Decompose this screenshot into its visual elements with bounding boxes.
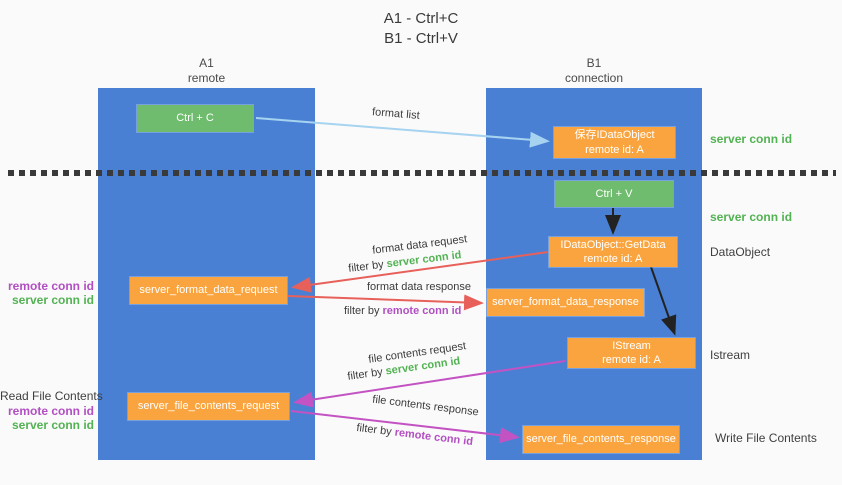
format-request-box: server_format_data_request	[130, 277, 287, 304]
phase-separator-line	[8, 170, 836, 176]
lifeline-left-subtitle: remote	[187, 71, 226, 85]
save-idataobject-box: 保存IDataObject remote id: A	[554, 127, 675, 158]
save-idataobject-line2: remote id: A	[585, 143, 644, 156]
format-data-response-filter: filter by remote conn id	[344, 305, 461, 317]
annotation-server-conn-id-mid: server conn id	[710, 210, 793, 224]
page-title-line1: A1 - Ctrl+C	[383, 10, 459, 27]
annotation-remote-conn-id-1: remote conn id	[7, 279, 94, 293]
annotation-server-conn-id-2: server conn id	[11, 418, 94, 432]
annotation-server-conn-id-top: server conn id	[710, 132, 793, 146]
ctrl-c-box: Ctrl + C	[137, 105, 253, 132]
annotation-read-file-contents: Read File Contents	[0, 389, 103, 403]
filter-prefix: filter by	[355, 421, 393, 439]
page-title-line2: B1 - Ctrl+V	[384, 30, 458, 47]
getdata-line1: IDataObject::GetData	[560, 238, 666, 251]
save-idataobject-line1: 保存IDataObject	[574, 129, 655, 142]
format-data-response-arrow	[287, 294, 484, 311]
istream-box: IStream remote id: A	[568, 338, 695, 368]
lifeline-left-header: A1 remote	[98, 56, 315, 86]
filter-prefix: filter by	[344, 305, 380, 317]
format-data-request-filter: filter by server conn id	[348, 249, 462, 275]
file-request-label: server_file_contents_request	[137, 400, 280, 413]
ctrl-v-label: Ctrl + V	[595, 187, 633, 200]
format-data-response-label: format data response	[367, 281, 471, 293]
annotation-server-conn-id-1: server conn id	[11, 293, 94, 307]
filter-prefix: filter by	[347, 258, 385, 275]
lifeline-right-header: B1 connection	[486, 56, 702, 86]
annotation-write-file-contents: Write File Contents	[715, 431, 817, 445]
ctrl-c-label: Ctrl + C	[176, 112, 214, 125]
annotation-remote-conn-id-2: remote conn id	[7, 404, 94, 418]
file-response-box: server_file_contents_response	[523, 426, 679, 453]
lifeline-right-subtitle: connection	[564, 71, 624, 85]
format-response-label: server_format_data_response	[492, 296, 639, 309]
istream-line2: remote id: A	[602, 354, 661, 366]
file-response-label: server_file_contents_response	[526, 433, 676, 446]
annotation-istream: Istream	[710, 348, 751, 362]
format-list-label: format list	[371, 106, 421, 122]
filter-value-remote-conn-id: remote conn id	[393, 426, 474, 449]
getdata-line2: remote id: A	[583, 253, 643, 265]
file-contents-response-label: file contents response	[371, 393, 480, 419]
format-request-label: server_format_data_request	[139, 284, 278, 297]
file-contents-response-filter: filter by remote conn id	[356, 422, 474, 448]
getdata-box: IDataObject::GetData remote id: A	[549, 237, 677, 267]
annotation-dataobject: DataObject	[710, 245, 771, 259]
format-response-box: server_format_data_response	[487, 289, 644, 316]
lifeline-right-title: B1	[586, 56, 602, 70]
istream-line1: IStream	[612, 339, 651, 352]
lifeline-left-title: A1	[199, 56, 214, 70]
filter-prefix: filter by	[346, 366, 384, 383]
filter-value-remote-conn-id: remote conn id	[382, 305, 462, 317]
file-request-box: server_file_contents_request	[128, 393, 289, 420]
ctrl-v-box: Ctrl + V	[555, 181, 673, 207]
